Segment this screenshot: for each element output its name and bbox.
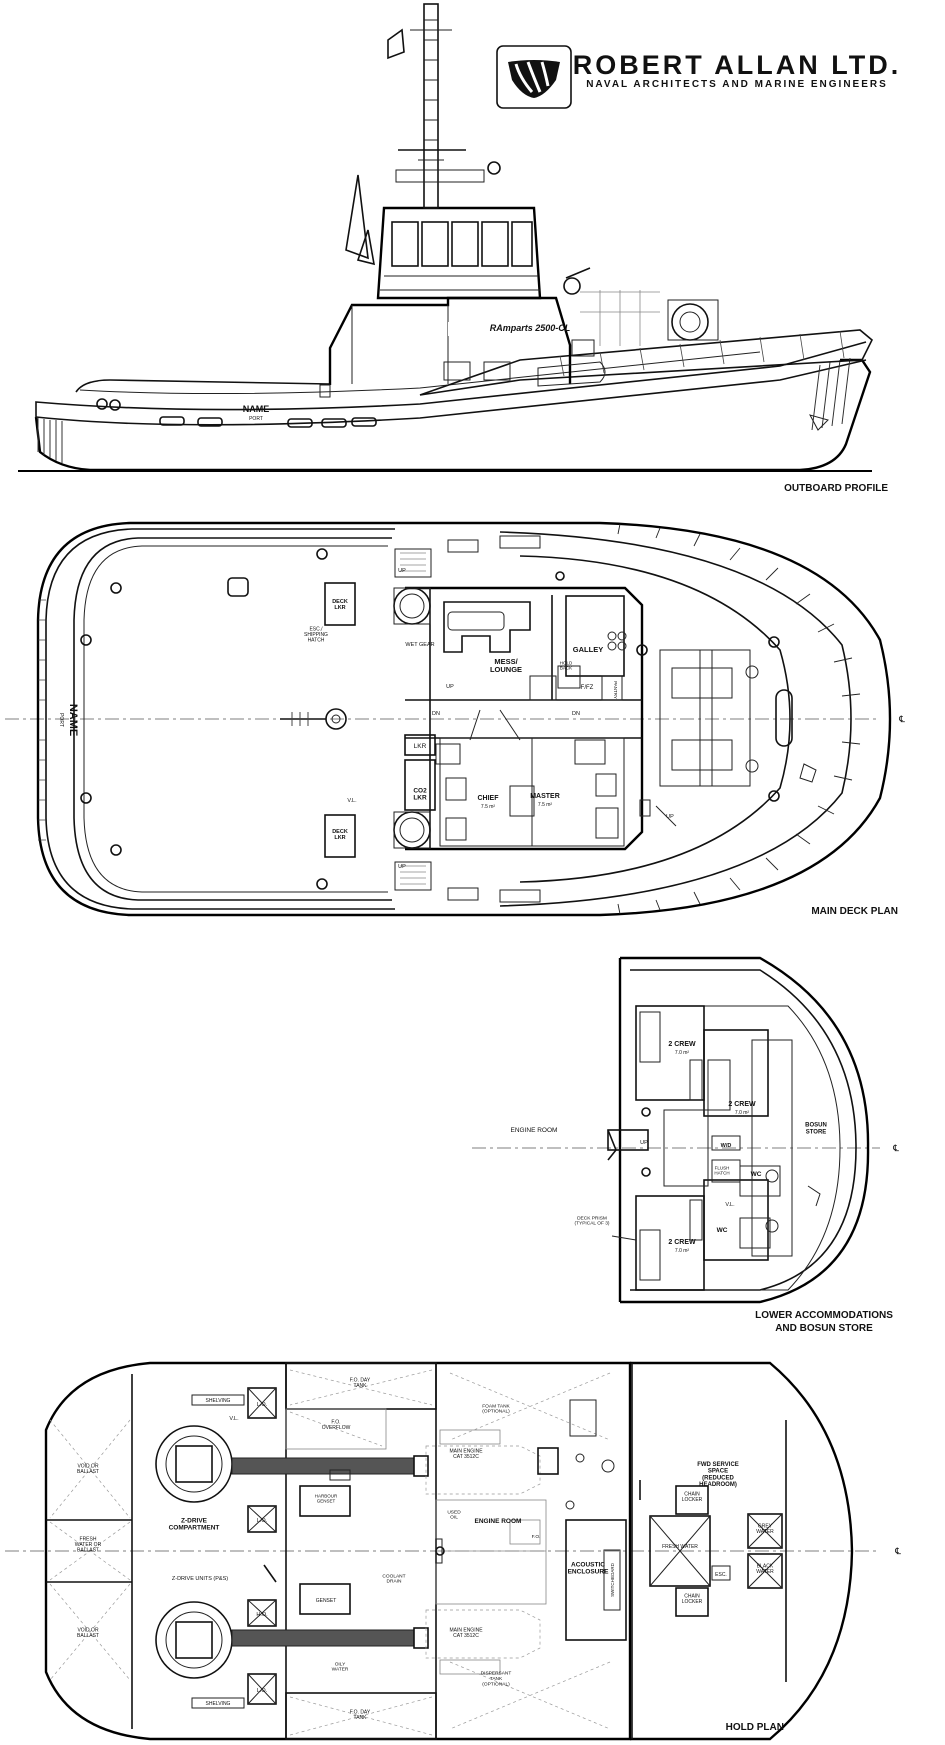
hold-label-z-drive-units: Z-DRIVE UNITS (P&S) xyxy=(172,1576,228,1582)
hold-label-fresh-water: FRESH WATER xyxy=(662,1544,698,1550)
profile-name-label: NAME xyxy=(243,404,270,414)
company-logo xyxy=(496,45,572,109)
outboard-profile-drawing xyxy=(18,3,873,472)
lower-label-wc-2: WC xyxy=(717,1227,728,1234)
profile-port-label: PORT xyxy=(249,416,263,422)
hold-label-lo-1: L.O. xyxy=(257,1402,268,1408)
hold-label-shelving-bottom: SHELVING xyxy=(206,1701,231,1707)
label-dn-2: DN xyxy=(572,711,580,717)
lower-label-wd: W/D xyxy=(721,1143,732,1149)
outboard-profile-title: OUTBOARD PROFILE xyxy=(784,483,888,494)
hold-label-lo-3: L.O. xyxy=(257,1688,268,1694)
lower-label-engine-room: ENGINE ROOM xyxy=(511,1127,558,1134)
hold-label-genset-bottom: GENSET xyxy=(316,1598,337,1604)
lower-label-up: UP xyxy=(640,1140,648,1146)
label-dn-1: DN xyxy=(432,711,440,717)
lower-accommodations-title-line2: AND BOSUN STORE xyxy=(775,1323,873,1334)
centerline-icon-2: ℄ xyxy=(892,1143,899,1153)
hold-label-fo: F.O. xyxy=(532,1534,541,1540)
lower-label-crew-2-area: 7.0 m² xyxy=(735,1110,750,1116)
label-chief-area: 7.5 m² xyxy=(481,804,496,810)
hold-label-ho: H.O. xyxy=(256,1612,268,1618)
lower-label-vl: V.L. xyxy=(725,1202,735,1208)
hold-label-shelving-top: SHELVING xyxy=(206,1398,231,1404)
centerline-icon-3: ℄ xyxy=(894,1546,901,1556)
lower-label-crew-1-area: 7.0 m² xyxy=(675,1050,690,1056)
label-f-fz: F/FZ xyxy=(581,685,594,691)
label-pantry: PANTRY xyxy=(613,681,618,699)
deck-plan-port-label: PORT xyxy=(58,713,64,727)
lower-label-crew-2: 2 CREW xyxy=(728,1101,756,1108)
lower-label-crew-3-area: 7.0 m² xyxy=(675,1248,690,1254)
lower-accommodations-title-line1: LOWER ACCOMMODATIONS xyxy=(755,1310,893,1321)
hold-plan-title: HOLD PLAN xyxy=(726,1722,784,1733)
hold-label-switchboard: SWITCHBOARD xyxy=(610,1562,615,1597)
company-name: ROBERT ALLAN LTD. xyxy=(573,50,901,80)
hold-label-engine-room: ENGINE ROOM xyxy=(475,1518,522,1525)
hull-logo-icon xyxy=(508,60,560,98)
hold-label-fo-overflow: F.O.OVERFLOW xyxy=(322,1419,351,1431)
label-lkr: LKR xyxy=(414,743,427,750)
label-mess-lounge: MESS/LOUNGE xyxy=(490,657,522,674)
label-vl: V.L. xyxy=(347,798,357,804)
lower-label-crew-3: 2 CREW xyxy=(668,1239,696,1246)
lower-label-deck-prism: DECK PRISM(TYPICAL OF 3) xyxy=(574,1215,609,1226)
main-deck-plan-drawing: ℄ xyxy=(5,521,905,917)
lower-label-wc-1: WC xyxy=(751,1171,762,1178)
label-wet-gear: WET GEAR xyxy=(405,642,434,648)
label-up-1: UP xyxy=(398,568,406,574)
label-up-4: UP xyxy=(666,814,674,820)
hold-label-vl: V.L. xyxy=(229,1416,239,1422)
label-master-area: 7.5 m² xyxy=(538,802,553,808)
svg-text:℄: ℄ xyxy=(892,1143,899,1153)
centerline-icon: ℄ xyxy=(898,714,905,724)
lower-label-crew-1: 2 CREW xyxy=(668,1041,696,1048)
deck-plan-name-label: NAME xyxy=(67,704,79,736)
label-galley: GALLEY xyxy=(573,645,603,654)
model-label: RAmparts 2500-CL xyxy=(490,323,571,333)
label-chief: CHIEF xyxy=(478,795,500,802)
label-up-3: UP xyxy=(398,864,406,870)
hold-label-lo-2: L.O. xyxy=(257,1518,268,1524)
svg-text:℄: ℄ xyxy=(898,714,905,724)
hold-plan-drawing: ℄ xyxy=(5,1361,901,1741)
company-tagline: NAVAL ARCHITECTS AND MARINE ENGINEERS xyxy=(586,79,888,90)
hold-label-esc: ESC. xyxy=(715,1572,727,1578)
hold-label-foam-tank: FOAM TANK(OPTIONAL) xyxy=(482,1403,510,1414)
label-master: MASTER xyxy=(530,793,560,800)
main-deck-plan-title: MAIN DECK PLAN xyxy=(811,906,898,917)
label-up-2: UP xyxy=(446,684,454,690)
lower-accommodations-drawing: ℄ xyxy=(472,956,899,1304)
svg-text:℄: ℄ xyxy=(894,1546,901,1556)
